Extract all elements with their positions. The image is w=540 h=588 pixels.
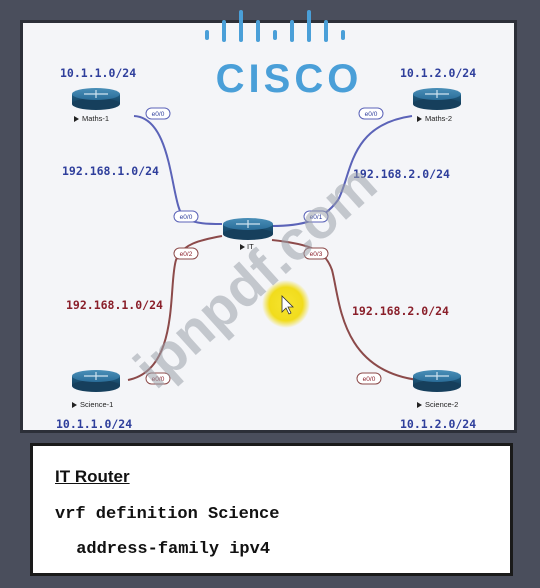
iface-it-e00: e0/0 [173,210,199,223]
lan-label-science1: 10.1.1.0/24 [56,417,132,431]
iface-maths1: e0/0 [145,107,171,120]
router-science1 [72,370,120,392]
router-maths1 [72,88,120,110]
iface-it-e01-label: e0/1 [310,214,323,221]
router-maths1-name: Maths-1 [82,114,109,123]
iface-science2: e0/0 [356,372,382,385]
config-line-vrf-definition: vrf definition Science [55,505,280,524]
router-science1-name: Science-1 [80,400,113,409]
router-it [223,218,273,240]
iface-it-e02-label: e0/2 [180,251,193,258]
link-it-science1 [127,235,223,381]
router-maths2 [413,88,461,110]
cisco-logo-text: CISCO [216,57,363,101]
iface-maths2-label: e0/0 [365,111,378,118]
iface-it-e02: e0/2 [173,247,199,260]
link-label-it-maths1: 192.168.1.0/24 [62,164,159,178]
link-it-science2 [271,239,419,381]
router-it-name: IT [247,242,254,251]
config-line-address-family: address-family ipv4 [66,540,271,559]
link-label-it-maths2: 192.168.2.0/24 [353,167,450,181]
link-label-it-science2: 192.168.2.0/24 [352,304,449,318]
iface-science1: e0/0 [145,372,171,385]
lan-label-maths1: 10.1.1.0/24 [60,66,136,80]
link-it-maths2 [271,115,413,227]
config-title: IT Router [55,467,130,486]
iface-it-e01: e0/1 [303,210,329,223]
watermark-text: ipnpdf.com [122,151,388,400]
router-name-markers [72,116,422,408]
iface-maths1-label: e0/0 [152,111,165,118]
router-science2-name: Science-2 [425,400,458,409]
cursor-highlight [262,280,310,328]
link-label-it-science1: 192.168.1.0/24 [66,298,163,312]
iface-it-e00-label: e0/0 [180,214,193,221]
lan-label-maths2: 10.1.2.0/24 [400,66,476,80]
router-science2 [413,370,461,392]
iface-maths2: e0/0 [358,107,384,120]
iface-it-e03: e0/3 [303,247,329,260]
router-maths2-name: Maths-2 [425,114,452,123]
config-panel [30,443,513,576]
iface-science2-label: e0/0 [363,376,376,383]
lan-label-science2: 10.1.2.0/24 [400,417,476,431]
iface-science1-label: e0/0 [152,376,165,383]
iface-it-e03-label: e0/3 [310,251,323,258]
cisco-logo: CISCO [205,10,363,101]
network-topology-diagram: CISCO Maths-1 Maths-2 IT Science [56,10,476,431]
